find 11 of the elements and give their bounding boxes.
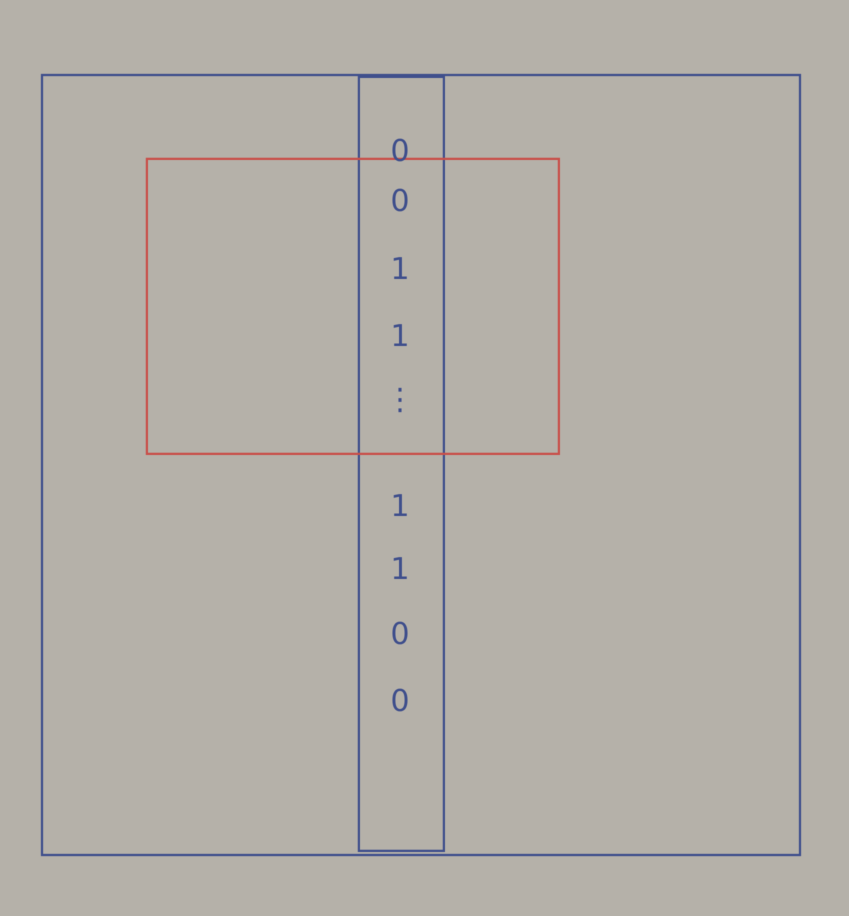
strip-digit: 1 (394, 324, 407, 346)
strip-digit: 1 (394, 557, 407, 579)
strip-digit: 1 (394, 257, 407, 279)
strip-digit: ⋮ (398, 388, 402, 412)
vertical-strip (358, 76, 445, 852)
strip-digit: 0 (392, 622, 408, 644)
square-outline (40, 74, 802, 856)
strip-digit: 0 (392, 688, 408, 712)
strip-digit: 0 (392, 188, 408, 212)
strip-digit: 0 (392, 138, 408, 162)
strip-digit: 1 (394, 494, 407, 516)
